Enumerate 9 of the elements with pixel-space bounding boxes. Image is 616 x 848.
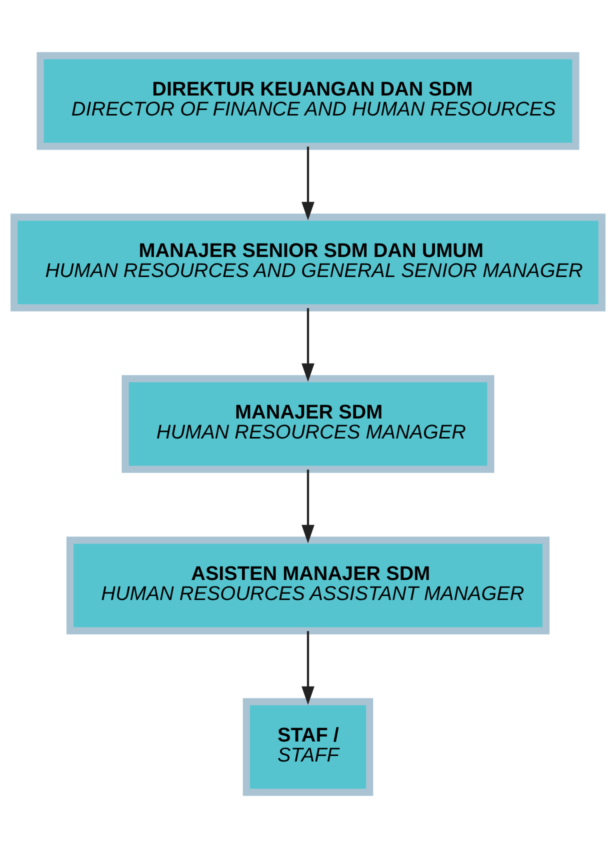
node-box: MANAJER SENIOR SDM DAN UMUM HUMAN RESOURCES AND GENERAL SENIOR MANAGER — [10, 214, 606, 312]
arrow — [302, 146, 314, 220]
node-box: DIREKTUR KEUANGAN DAN SDM DIRECTOR OF FINANCE AND HUMAN RESOURCES — [36, 52, 580, 150]
node-box: STAF / STAFF — [242, 698, 374, 796]
arrow — [302, 631, 314, 705]
arrow — [302, 470, 314, 544]
arrow — [302, 308, 314, 382]
node-box: MANAJER SDM HUMAN RESOURCES MANAGER — [122, 375, 494, 473]
node-box: ASISTEN MANAJER SDM HUMAN RESOURCES ASSISTANT MANAGER — [66, 536, 550, 634]
